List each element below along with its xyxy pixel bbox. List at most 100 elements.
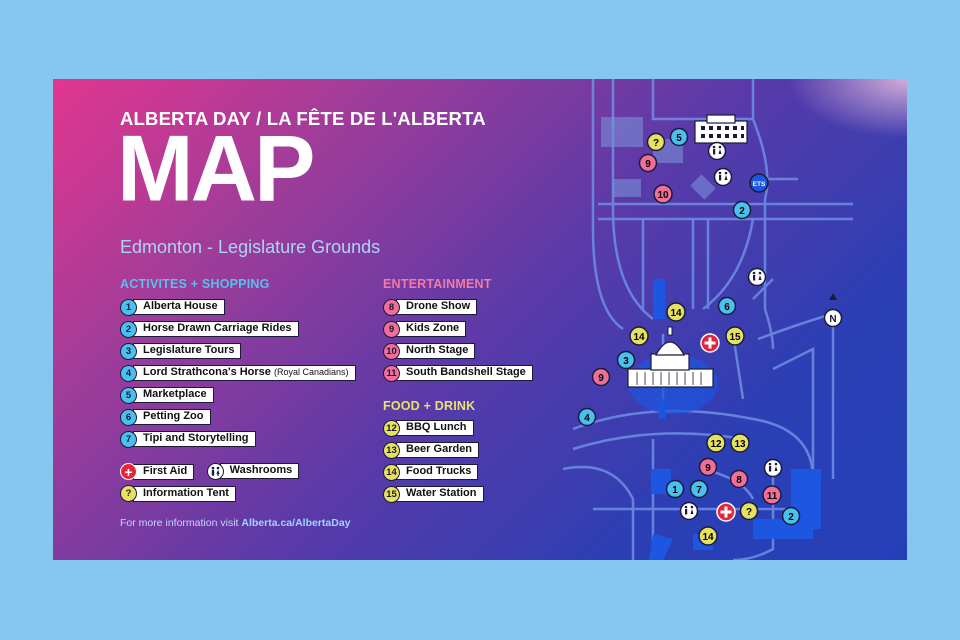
legend-number: 11 bbox=[383, 364, 400, 382]
legend-item-kids-zone: 9 Kids Zone bbox=[383, 318, 533, 340]
location-subtitle: Edmonton - Legislature Grounds bbox=[120, 237, 381, 257]
map-pin-8: 8 bbox=[729, 469, 749, 489]
map-pin-13: 13 bbox=[730, 433, 750, 453]
pin-text: 4 bbox=[584, 413, 590, 424]
map-info-north: ? bbox=[646, 132, 666, 152]
pin-text: 14 bbox=[702, 532, 714, 543]
legend-item-first-aid: + First Aid bbox=[120, 461, 195, 483]
site-map: 5 2 6 3 4 1 7 2 ETS 9 10 9 9 8 11 ? 14 1… bbox=[562, 79, 853, 560]
pin-text: 6 bbox=[724, 302, 730, 313]
first-aid-icon: + bbox=[120, 463, 137, 480]
map-pin-1-north: 5 bbox=[669, 127, 689, 147]
pin-text: 5 bbox=[676, 133, 682, 144]
more-info-link[interactable]: Alberta.ca/AlbertaDay bbox=[241, 517, 351, 529]
legend-item-strathcona-horse: 4 Lord Strathcona's Horse (Royal Canadia… bbox=[120, 362, 356, 384]
washroom-figure-icon bbox=[211, 466, 220, 476]
legend-label: Kids Zone bbox=[396, 321, 467, 337]
legend-label: Food Trucks bbox=[396, 464, 479, 480]
pin-text: 10 bbox=[657, 190, 669, 201]
legend-item-washrooms: Washrooms bbox=[206, 460, 300, 482]
food-heading: FOOD + DRINK bbox=[383, 399, 476, 413]
legend-number: 1 bbox=[120, 298, 137, 316]
pin-text: ? bbox=[653, 138, 659, 149]
legend-number: 7 bbox=[120, 430, 137, 448]
legend-item-south-bandshell: 11 South Bandshell Stage bbox=[383, 362, 533, 384]
map-roads bbox=[562, 79, 853, 560]
amenities-legend: + First Aid Washrooms ? Information Tent bbox=[120, 460, 307, 505]
legend-label: South Bandshell Stage bbox=[396, 365, 533, 381]
north-arrow-icon: N bbox=[823, 293, 843, 328]
legend-item-alberta-house: 1 Alberta House bbox=[120, 296, 356, 318]
legend-label-note: (Royal Canadians) bbox=[273, 367, 349, 377]
entertainment-heading: ENTERTAINMENT bbox=[383, 277, 492, 291]
map-buildings bbox=[601, 117, 716, 200]
legend-label: Water Station bbox=[396, 486, 484, 502]
map-pin-15: 15 bbox=[725, 326, 745, 346]
legend-label: Drone Show bbox=[396, 299, 478, 315]
event-title: ALBERTA DAY / LA FÊTE DE L'ALBERTA bbox=[120, 108, 486, 129]
legend-number: 4 bbox=[120, 364, 137, 382]
map-poster: ALBERTA DAY / LA FÊTE DE L'ALBERTA MAP E… bbox=[53, 79, 907, 560]
pin-text: 2 bbox=[739, 206, 745, 217]
legend-item-food-trucks: 14 Food Trucks bbox=[383, 461, 484, 483]
legend-item-petting-zoo: 6 Petting Zoo bbox=[120, 406, 356, 428]
map-washroom-4 bbox=[763, 458, 783, 478]
ets-label: ETS bbox=[753, 181, 766, 188]
legend-number: 10 bbox=[383, 342, 400, 360]
map-pin-11: 11 bbox=[762, 485, 782, 505]
legend-item-marketplace: 5 Marketplace bbox=[120, 384, 356, 406]
pin-text: 9 bbox=[598, 373, 604, 384]
legend-number: 5 bbox=[120, 386, 137, 404]
legend-item-information: ? Information Tent bbox=[120, 483, 236, 505]
pin-text: 11 bbox=[767, 491, 778, 502]
map-pin-14-south: 14 bbox=[698, 526, 718, 546]
pin-text: 15 bbox=[729, 332, 741, 343]
legend-item-water-station: 15 Water Station bbox=[383, 483, 484, 505]
legend-number: 2 bbox=[120, 320, 137, 338]
legend-label: Alberta House bbox=[133, 299, 225, 315]
activities-heading: ACTIVITES + SHOPPING bbox=[120, 277, 270, 291]
pin-text: 3 bbox=[623, 356, 629, 367]
legend-number: 3 bbox=[120, 342, 137, 360]
legend-label: Lord Strathcona's Horse (Royal Canadians… bbox=[133, 365, 356, 381]
legend-number: 14 bbox=[383, 463, 400, 481]
legend-number: 9 bbox=[383, 320, 400, 338]
legislature-building bbox=[627, 326, 718, 414]
page-title: MAP bbox=[117, 116, 315, 222]
legend-number: 15 bbox=[383, 485, 400, 503]
legend-item-north-stage: 10 North Stage bbox=[383, 340, 533, 362]
pin-text: 14 bbox=[633, 332, 645, 343]
legend-label: North Stage bbox=[396, 343, 476, 359]
north-label: N bbox=[829, 314, 836, 325]
map-pin-14-west: 14 bbox=[629, 326, 649, 346]
map-pin-9-north: 9 bbox=[638, 153, 658, 173]
legend-item-carriage-rides: 2 Horse Drawn Carriage Rides bbox=[120, 318, 356, 340]
pin-text: 7 bbox=[696, 485, 702, 496]
legend-item-drone-show: 8 Drone Show bbox=[383, 296, 533, 318]
pin-text: 9 bbox=[705, 463, 711, 474]
ets-transit-marker: ETS bbox=[749, 173, 769, 193]
map-washroom-5 bbox=[679, 501, 699, 521]
legend-item-beer-garden: 13 Beer Garden bbox=[383, 439, 484, 461]
map-washroom-3 bbox=[747, 267, 767, 287]
legend-item-tipi: 7 Tipi and Storytelling bbox=[120, 428, 356, 450]
map-washroom-1 bbox=[707, 141, 727, 161]
map-pin-9-west: 9 bbox=[591, 367, 611, 387]
map-pin-6: 6 bbox=[717, 296, 737, 316]
north-building bbox=[694, 114, 748, 144]
map-pin-2-north: 2 bbox=[732, 200, 752, 220]
legend-label: Tipi and Storytelling bbox=[133, 431, 256, 447]
map-pin-2-south: 2 bbox=[781, 506, 801, 526]
pin-text: 14 bbox=[670, 308, 682, 319]
map-pin-9-south: 9 bbox=[698, 457, 718, 477]
legend-label: First Aid bbox=[133, 463, 195, 480]
map-first-aid-south bbox=[716, 502, 736, 522]
map-pin-3: 3 bbox=[616, 350, 636, 370]
pin-text: 1 bbox=[672, 485, 678, 496]
legend-number: 12 bbox=[383, 419, 400, 437]
legend-number: 13 bbox=[383, 441, 400, 459]
map-first-aid-north bbox=[700, 333, 720, 353]
legend-number: 6 bbox=[120, 408, 137, 426]
legend-label: Petting Zoo bbox=[133, 409, 211, 425]
map-markers: 5 2 6 3 4 1 7 2 ETS 9 10 9 9 8 11 ? 14 1… bbox=[577, 127, 843, 546]
